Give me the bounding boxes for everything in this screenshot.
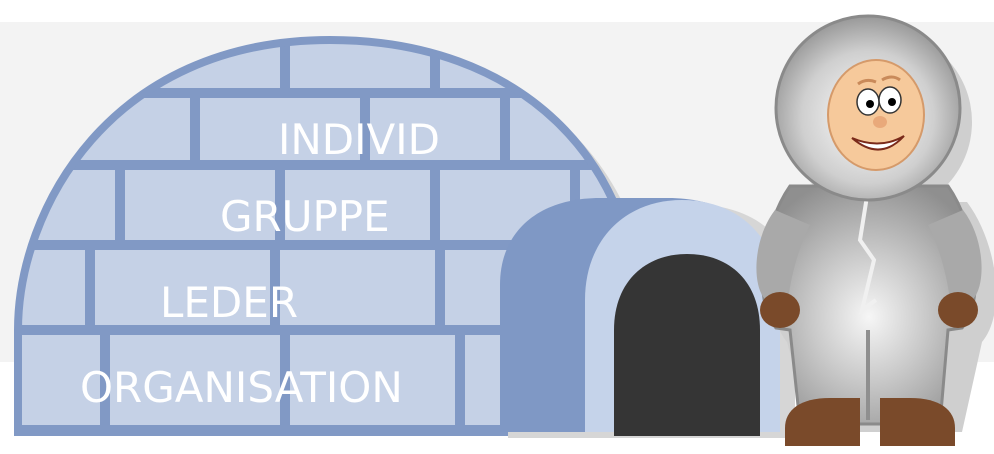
label-gruppe: GRUPPE	[220, 192, 390, 241]
label-individ: INDIVID	[278, 115, 440, 164]
igloo-illustration: INDIVID GRUPPE LEDER ORGANISATION	[10, 22, 795, 438]
label-organisation: ORGANISATION	[80, 363, 403, 412]
label-leder: LEDER	[160, 278, 298, 327]
